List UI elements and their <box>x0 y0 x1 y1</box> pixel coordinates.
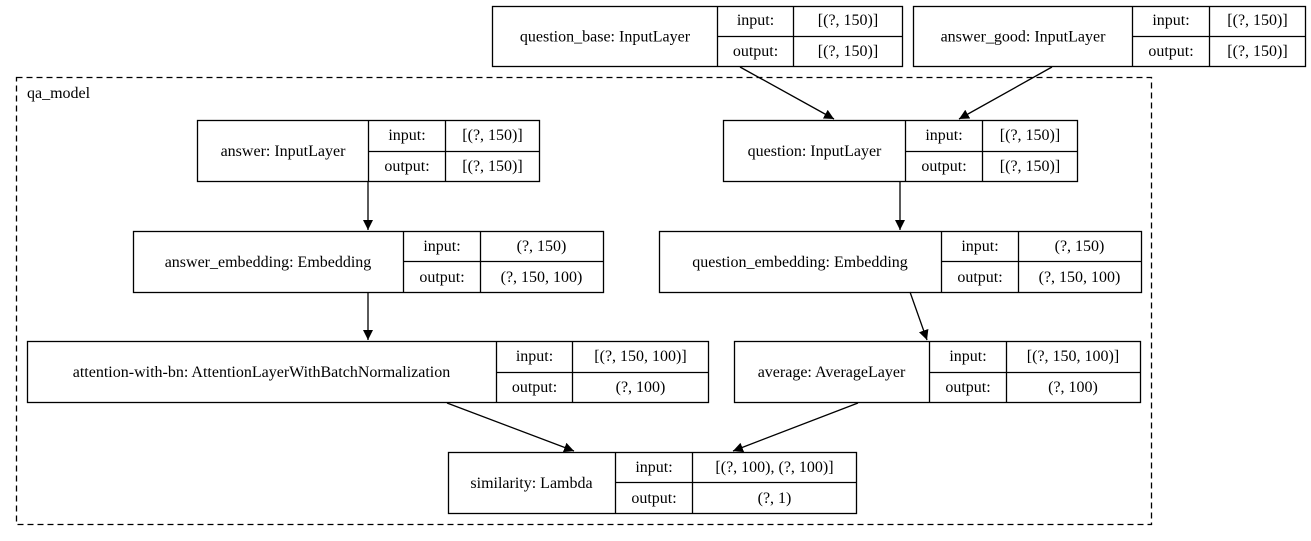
edge-question-embedding-to-average <box>909 291 929 341</box>
output-shape: [(?, 150)] <box>818 43 878 60</box>
input-label: input: <box>949 348 986 365</box>
edge-average-to-similarity <box>732 402 859 453</box>
cluster-label: qa_model <box>27 85 91 102</box>
node-name: average: AverageLayer <box>758 364 906 381</box>
input-label: input: <box>1152 12 1189 29</box>
node-answer: answer: InputLayer input: output: [(?, 1… <box>196 119 541 183</box>
output-label: output: <box>631 490 676 507</box>
input-label: input: <box>388 127 425 144</box>
node-name: answer: InputLayer <box>221 143 347 160</box>
input-label: input: <box>423 238 460 255</box>
input-shape: [(?, 100), (?, 100)] <box>715 459 833 476</box>
output-shape: (?, 1) <box>758 490 792 507</box>
qa-model-cluster: qa_model <box>15 76 1153 526</box>
node-answer-embedding: answer_embedding: Embedding input: outpu… <box>132 230 605 294</box>
input-label: input: <box>961 238 998 255</box>
node-name: answer_embedding: Embedding <box>165 254 372 271</box>
input-shape: [(?, 150)] <box>818 12 878 29</box>
input-label: input: <box>925 127 962 144</box>
output-label: output: <box>921 158 966 175</box>
input-shape: (?, 150) <box>1055 238 1105 255</box>
edge-answer-good-to-question <box>958 66 1053 120</box>
input-shape: [(?, 150, 100)] <box>594 348 686 365</box>
output-label: output: <box>945 379 990 396</box>
output-label: output: <box>957 269 1002 286</box>
input-shape: [(?, 150)] <box>1227 12 1287 29</box>
edge-question-base-to-question <box>739 66 835 120</box>
input-label: input: <box>635 459 672 476</box>
node-name: answer_good: InputLayer <box>941 29 1107 46</box>
input-label: input: <box>737 12 774 29</box>
node-name: question_base: InputLayer <box>520 29 691 46</box>
input-shape: [(?, 150)] <box>1000 127 1060 144</box>
output-shape: [(?, 150)] <box>1000 158 1060 175</box>
output-shape: [(?, 150)] <box>1227 43 1287 60</box>
node-name: similarity: Lambda <box>470 475 592 492</box>
node-question-embedding: question_embedding: Embedding input: out… <box>658 230 1143 294</box>
node-attention-with-bn: attention-with-bn: AttentionLayerWithBat… <box>26 340 710 404</box>
input-shape: (?, 150) <box>517 238 567 255</box>
output-label: output: <box>1148 43 1193 60</box>
input-shape: [(?, 150)] <box>462 127 522 144</box>
output-label: output: <box>512 379 557 396</box>
node-name: attention-with-bn: AttentionLayerWithBat… <box>73 364 450 381</box>
output-label: output: <box>419 269 464 286</box>
output-shape: (?, 150, 100) <box>1039 269 1121 286</box>
output-label: output: <box>733 43 778 60</box>
node-name: question_embedding: Embedding <box>692 254 908 271</box>
output-shape: (?, 100) <box>1048 379 1098 396</box>
input-shape: [(?, 150, 100)] <box>1027 348 1119 365</box>
node-question-base: question_base: InputLayer input: output:… <box>491 5 904 68</box>
node-average: average: AverageLayer input: output: [(?… <box>733 340 1142 404</box>
output-shape: [(?, 150)] <box>462 158 522 175</box>
node-name: question: InputLayer <box>748 143 882 160</box>
input-label: input: <box>516 348 553 365</box>
output-shape: (?, 150, 100) <box>501 269 583 286</box>
node-similarity: similarity: Lambda input: output: [(?, 1… <box>447 451 858 515</box>
edge-attention-to-similarity <box>446 402 575 453</box>
output-label: output: <box>384 158 429 175</box>
edges <box>363 66 1053 453</box>
node-answer-good: answer_good: InputLayer input: output: [… <box>912 5 1307 68</box>
output-shape: (?, 100) <box>616 379 666 396</box>
node-question: question: InputLayer input: output: [(?,… <box>722 119 1079 183</box>
